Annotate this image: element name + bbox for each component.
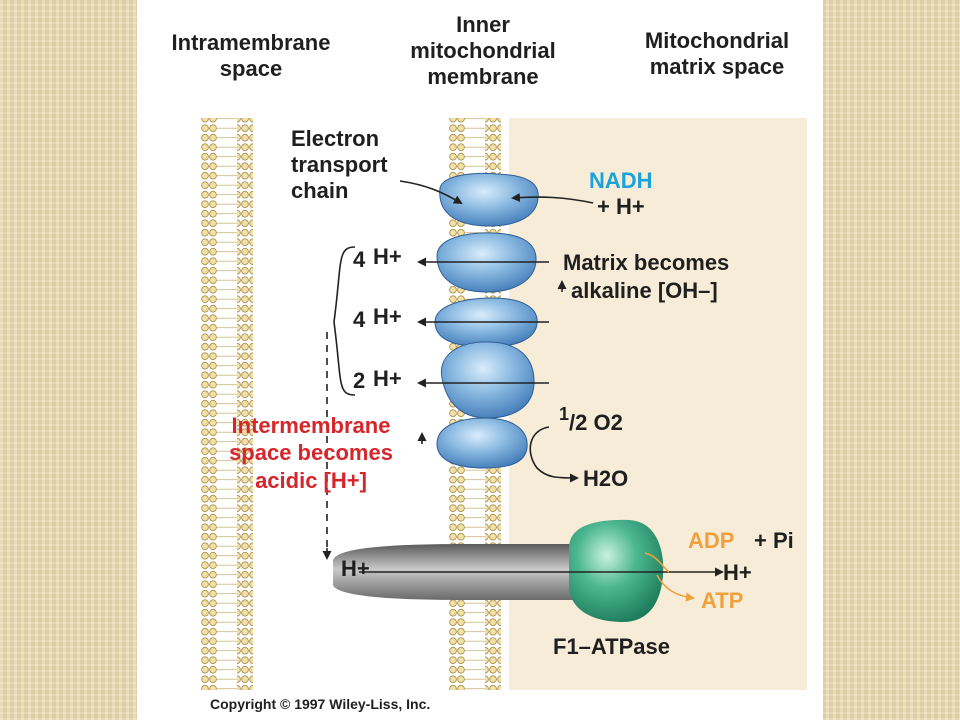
adp-label: ADP: [688, 528, 734, 553]
mitochondrial-diagram: Intramembrane space Inner mitochondrial …: [172, 12, 807, 712]
slide: Intramembrane space Inner mitochondrial …: [137, 0, 823, 720]
header-inner-line1: Inner: [456, 12, 510, 37]
proton-label-3: H+: [373, 366, 402, 391]
atpase-label: F1–ATPase: [553, 634, 670, 659]
arrows: [322, 180, 724, 577]
matrix-note-line1: Matrix becomes: [563, 250, 729, 275]
nadh-plus-h: + H+: [597, 194, 645, 219]
oxygen-half: 1: [559, 404, 569, 424]
proton-count-2: 4: [353, 307, 366, 332]
header-inner-line3: membrane: [427, 64, 538, 89]
proton-count-3: 2: [353, 368, 365, 393]
header-matrix-line1: Mitochondrial: [645, 28, 789, 53]
header-matrix-line2: matrix space: [650, 54, 785, 79]
etc-label-line2: transport: [291, 152, 388, 177]
oxygen-o2: /2 O2: [569, 410, 623, 435]
intermembrane-note-line1: Intermembrane: [232, 413, 391, 438]
atp-label: ATP: [701, 588, 743, 613]
matrix-note-line2: alkaline [OH–]: [571, 278, 718, 303]
header-intramembrane-line1: Intramembrane: [172, 30, 331, 55]
header-intramembrane-line2: space: [220, 56, 282, 81]
atpase-left-h: H+: [341, 556, 370, 581]
nadh-label: NADH: [589, 168, 653, 193]
proton-label-1: H+: [373, 244, 402, 269]
atpase-right-h: H+: [723, 560, 752, 585]
water-label: H2O: [583, 466, 628, 491]
intermembrane-note-line2: space becomes: [229, 440, 393, 465]
etc-label-line3: chain: [291, 178, 348, 203]
atp-arrow: [656, 574, 695, 602]
intermembrane-note-line3: acidic [H+]: [255, 468, 367, 493]
header-inner-line2: mitochondrial: [410, 38, 555, 63]
copyright-text: Copyright © 1997 Wiley-Liss, Inc.: [210, 696, 430, 712]
outer-membrane: [201, 118, 253, 690]
adp-arrow: [644, 552, 670, 573]
plus-pi-label: + Pi: [754, 528, 794, 553]
matrix-region: [509, 118, 807, 690]
proton-label-2: H+: [373, 304, 402, 329]
proton-count-1: 4: [353, 247, 366, 272]
etc-label-line1: Electron: [291, 126, 379, 151]
